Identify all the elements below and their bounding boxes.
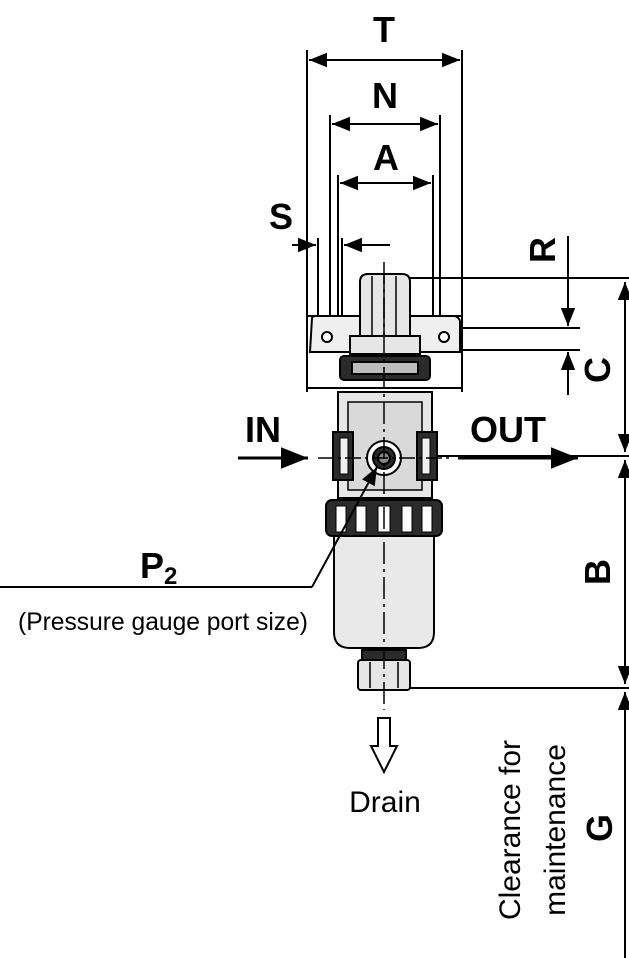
label-t: T bbox=[373, 9, 395, 50]
label-b: B bbox=[577, 559, 618, 585]
drain-arrow bbox=[369, 717, 399, 775]
regulator-body bbox=[332, 391, 438, 499]
label-a: A bbox=[373, 137, 399, 178]
p2-note: (Pressure gauge port size) bbox=[18, 608, 308, 636]
dimension-s bbox=[292, 237, 390, 318]
dimension-right bbox=[410, 236, 629, 958]
label-r: R bbox=[522, 237, 563, 263]
label-c: C bbox=[577, 357, 618, 383]
label-s: S bbox=[269, 196, 293, 237]
label-out: OUT bbox=[470, 409, 546, 450]
label-p2: P2 bbox=[140, 545, 177, 590]
clearance-line-1: Clearance for bbox=[494, 740, 527, 920]
label-drain: Drain bbox=[349, 786, 421, 819]
dimension-a bbox=[337, 175, 434, 318]
dimension-n bbox=[329, 115, 441, 318]
label-n: N bbox=[372, 75, 398, 116]
label-g: G bbox=[579, 814, 620, 842]
p2-leader bbox=[0, 466, 378, 588]
label-in: IN bbox=[245, 409, 281, 450]
clearance-line-2: maintenance bbox=[539, 744, 572, 916]
